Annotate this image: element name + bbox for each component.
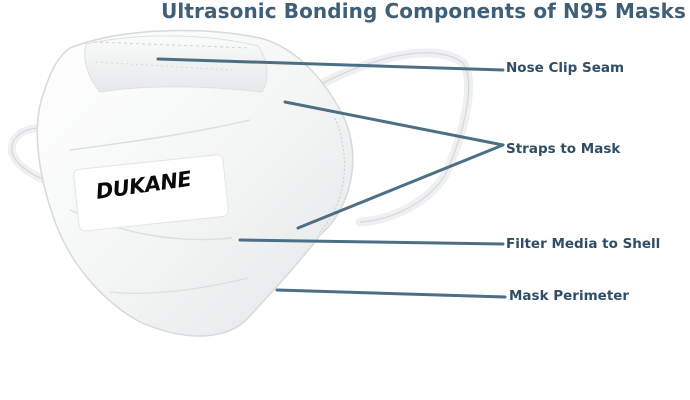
callout-nose-clip-seam: Nose Clip Seam [506, 60, 625, 76]
leader-line-perimeter [275, 288, 507, 299]
leader-line-filter-media [238, 238, 505, 246]
leader-line-straps-lower [296, 143, 505, 230]
leader-line-nose-clip [156, 57, 505, 72]
callout-straps-to-mask: Straps to Mask [506, 141, 621, 157]
callout-mask-perimeter: Mask Perimeter [509, 288, 630, 304]
leader-line-straps-upper [283, 100, 505, 147]
callout-filter-media-to-shell: Filter Media to Shell [506, 236, 661, 252]
diagram-title: Ultrasonic Bonding Components of N95 Mas… [161, 0, 686, 23]
logo-patch [73, 154, 229, 232]
nose-flap [84, 35, 268, 93]
